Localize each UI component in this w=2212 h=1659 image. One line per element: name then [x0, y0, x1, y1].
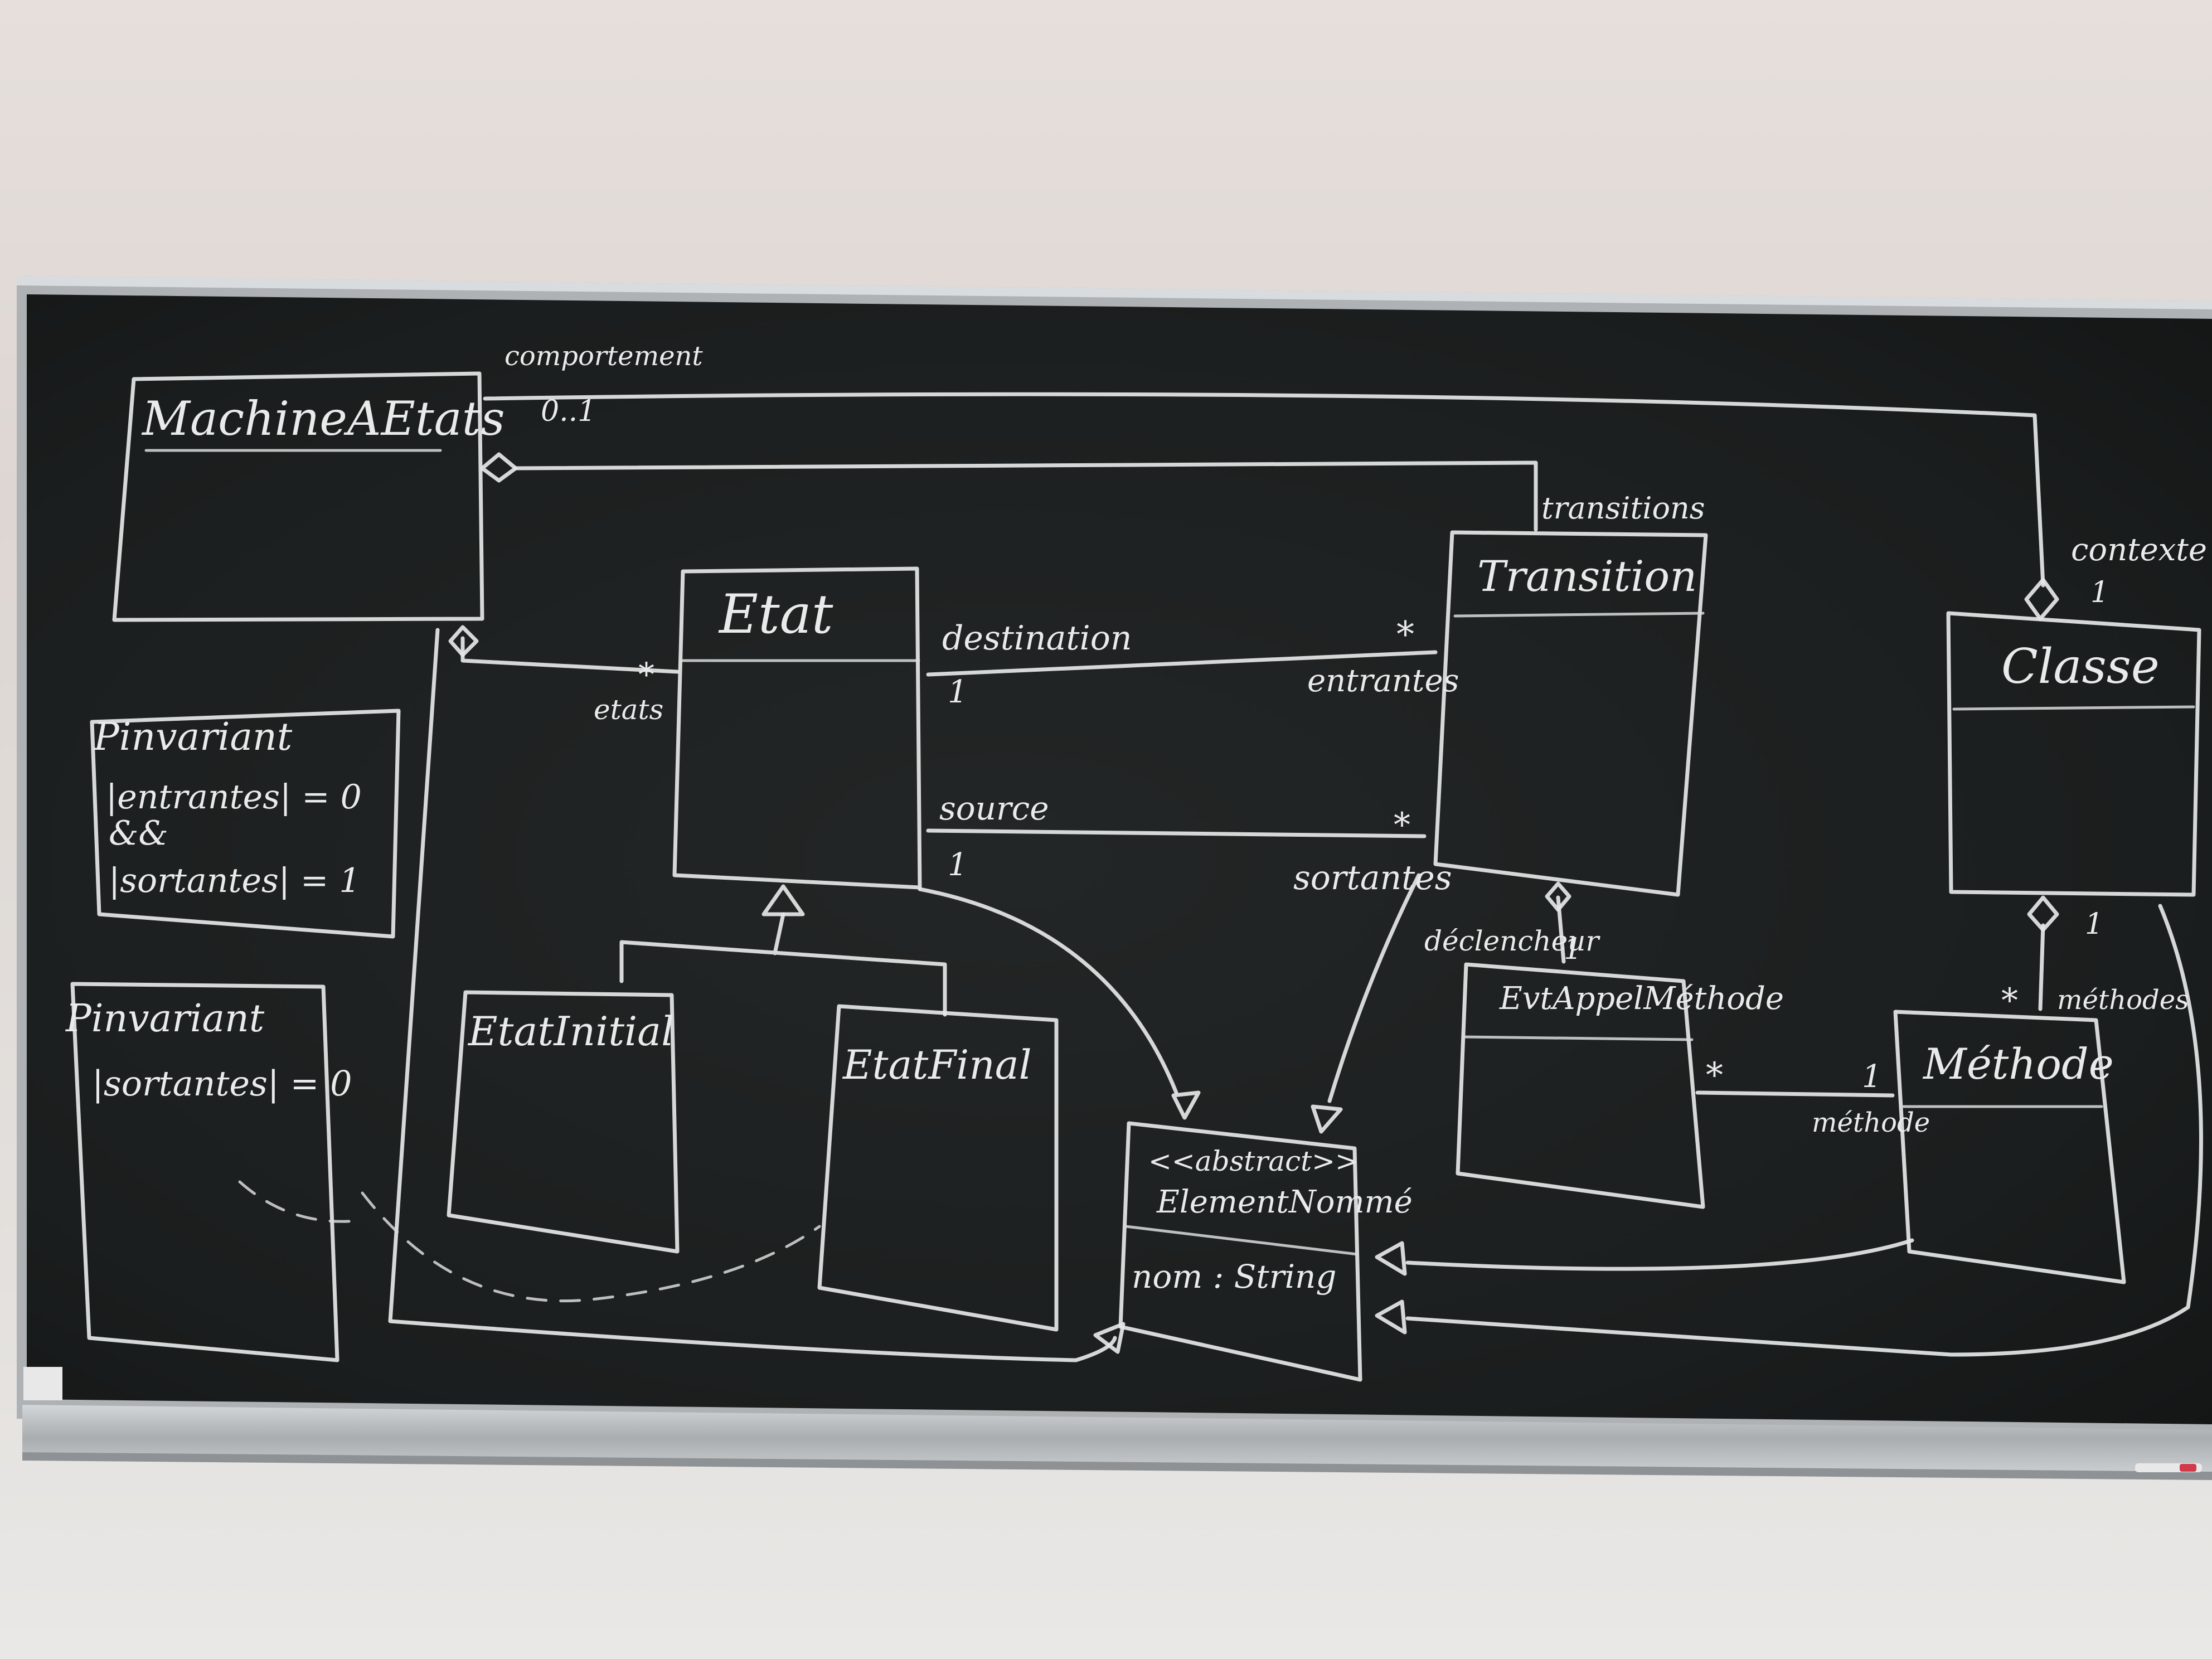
- gen-machine-element: [388, 628, 1117, 1362]
- diamond-declencheur: [1545, 881, 1571, 912]
- label-transitions: transitions: [1541, 491, 1705, 526]
- class-element-nomme: <<abstract>> ElementNommé nom : String: [1118, 1121, 1413, 1382]
- label-declencheur-mult: 1: [1564, 933, 1582, 966]
- label-methodes-mult-top: 1: [2085, 908, 2103, 941]
- gen-triangle-machine-element: [1093, 1322, 1126, 1354]
- gen-etat-element: [918, 887, 1178, 1095]
- label-destination-mult-left: 1: [948, 674, 968, 710]
- label-contexte: contexte: [2071, 532, 2207, 568]
- class-etat-initial: EtatInitial: [447, 990, 680, 1254]
- assoc-comportement: [483, 392, 2045, 588]
- class-methode: Méthode: [1893, 1010, 2126, 1284]
- class-element-stereotype: <<abstract>>: [1148, 1145, 1359, 1177]
- gen-triangle-methode-element: [1375, 1241, 1407, 1276]
- class-machine-a-etats: MachineAEtats: [112, 371, 505, 622]
- assoc-transitions: [513, 460, 1538, 532]
- label-methodes-mult-bottom: *: [2001, 981, 2018, 1020]
- note-invariant-2: Pinvariant |sortantes| = 0: [65, 982, 352, 1362]
- label-source-mult-right: *: [1394, 806, 1410, 845]
- class-classe-name: Classe: [2001, 639, 2160, 695]
- class-classe: Classe: [1946, 611, 2201, 897]
- label-methodes: méthodes: [2057, 984, 2189, 1016]
- gen-triangle-transition-element: [1311, 1104, 1343, 1134]
- chalk-tray: [22, 1405, 2212, 1472]
- label-entrantes: entrantes: [1307, 663, 1459, 699]
- label-destination-mult-right: *: [1396, 614, 1414, 656]
- note-inv1-line3: |sortantes| = 1: [109, 861, 361, 900]
- note-inv1-title: Pinvariant: [93, 715, 293, 759]
- gen-triangle-etat-element: [1171, 1090, 1201, 1120]
- gen-triangle-classe-element: [1375, 1299, 1407, 1335]
- label-source: source: [939, 789, 1049, 827]
- dashed-constraint-link-2: [238, 1180, 358, 1223]
- label-source-mult-left: 1: [948, 847, 968, 883]
- label-destination: destination: [942, 619, 1132, 658]
- assoc-methodes: [2038, 923, 2045, 1011]
- class-etat-initial-name: EtatInitial: [467, 1008, 674, 1055]
- label-methode-mult-right: 1: [1862, 1059, 1882, 1095]
- note-inv2-title: Pinvariant: [65, 997, 265, 1041]
- class-evt-appel-methode: EvtAppelMéthode: [1456, 962, 1784, 1209]
- label-etats: etats: [594, 693, 663, 726]
- note-invariant-1: Pinvariant |entrantes| = 0 && |sortantes…: [90, 709, 401, 939]
- diamond-etats: [448, 625, 479, 657]
- assoc-methode: [1695, 1090, 1895, 1098]
- class-transition: Transition: [1433, 530, 1708, 897]
- diamond-contexte: [2024, 578, 2059, 621]
- label-comportement-mult: 0..1: [541, 395, 596, 428]
- label-contexte-mult: 1: [2090, 576, 2109, 609]
- class-evt-name: EvtAppelMéthode: [1499, 981, 1784, 1017]
- class-element-name: ElementNommé: [1156, 1184, 1413, 1220]
- class-methode-name: Méthode: [1922, 1039, 2114, 1089]
- class-etat-final-name: EtatFinal: [842, 1041, 1032, 1088]
- note-inv2-line1: |sortantes| = 0: [92, 1063, 352, 1104]
- label-sortantes: sortantes: [1293, 858, 1452, 898]
- dashed-constraint-link: [361, 1191, 821, 1303]
- class-element-attribute: nom : String: [1132, 1258, 1336, 1296]
- note-inv1-line2: &&: [109, 814, 168, 853]
- diamond-transitions: [480, 452, 518, 483]
- class-etat-final: EtatFinal: [817, 1004, 1059, 1332]
- label-etats-mult: *: [638, 656, 654, 693]
- class-machine-name: MachineAEtats: [141, 391, 505, 446]
- gen-classe-element: [1405, 904, 2203, 1357]
- note-inv1-line1: |entrantes| = 0: [106, 778, 362, 817]
- class-etat-name: Etat: [718, 583, 833, 646]
- gen-triangle-etat: [761, 884, 805, 916]
- class-transition-name: Transition: [1477, 551, 1697, 601]
- chalkboard: [27, 294, 2212, 1424]
- manufacturer-sticker: [23, 1367, 62, 1400]
- assoc-source: [926, 828, 1427, 838]
- assoc-destination: [926, 650, 1438, 677]
- gen-methode-element: [1405, 1238, 1914, 1271]
- label-comportement: comportement: [505, 341, 703, 372]
- diamond-methodes: [2027, 895, 2059, 932]
- label-methode-role: méthode: [1812, 1107, 1930, 1138]
- gen-transition-element: [1327, 873, 1421, 1103]
- gen-etat-subclasses: [619, 912, 947, 1017]
- assoc-etats: [460, 636, 680, 674]
- label-methode-mult-left: *: [1706, 1055, 1723, 1095]
- label-declencheur: déclencheur: [1424, 925, 1600, 957]
